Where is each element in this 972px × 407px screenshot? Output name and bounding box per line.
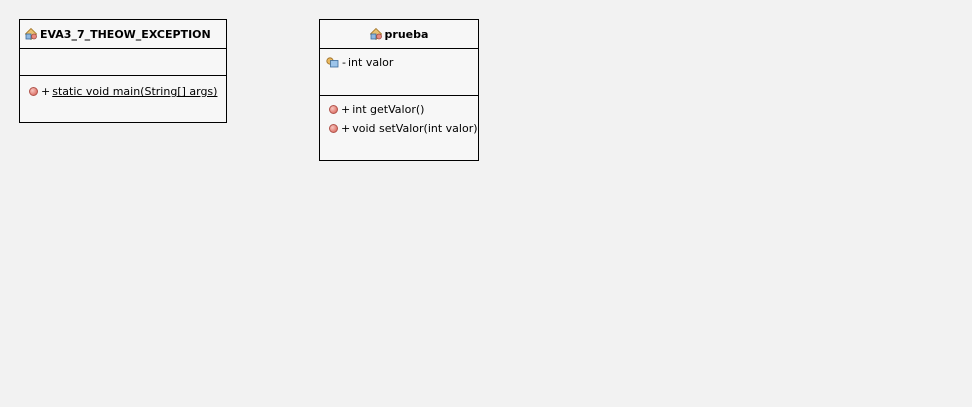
method-row[interactable]: + void setValor(int valor) — [329, 119, 478, 138]
method-signature: static void main(String[] args) — [52, 85, 218, 98]
method-signature: void setValor(int valor) — [352, 122, 478, 135]
class-header: prueba — [320, 20, 478, 49]
visibility-marker: + — [41, 85, 51, 98]
method-icon — [29, 87, 38, 96]
methods-section: + int getValor() + void setValor(int val… — [320, 96, 478, 138]
field-row[interactable]: - int valor — [326, 53, 478, 72]
methods-section: + static void main(String[] args) — [20, 76, 226, 101]
visibility-marker: + — [341, 122, 351, 135]
attributes-section — [20, 49, 226, 76]
uml-class-eva3[interactable]: EVA3_7_THEOW_EXCEPTION + static void mai… — [19, 19, 227, 123]
method-row[interactable]: + static void main(String[] args) — [29, 82, 226, 101]
attributes-section: - int valor — [320, 49, 478, 96]
method-icon — [329, 124, 338, 133]
class-name: prueba — [384, 27, 429, 41]
class-icon — [369, 28, 382, 40]
field-signature: int valor — [347, 56, 394, 69]
class-icon — [25, 28, 37, 40]
uml-class-prueba[interactable]: prueba - int valor + int getValor() + vo… — [319, 19, 479, 161]
class-name: EVA3_7_THEOW_EXCEPTION — [40, 27, 211, 41]
method-signature: int getValor() — [352, 103, 425, 116]
visibility-marker: + — [341, 103, 351, 116]
class-header: EVA3_7_THEOW_EXCEPTION — [20, 20, 226, 49]
method-icon — [329, 105, 338, 114]
field-icon — [326, 57, 339, 68]
method-row[interactable]: + int getValor() — [329, 100, 478, 119]
visibility-marker: - — [342, 56, 346, 69]
